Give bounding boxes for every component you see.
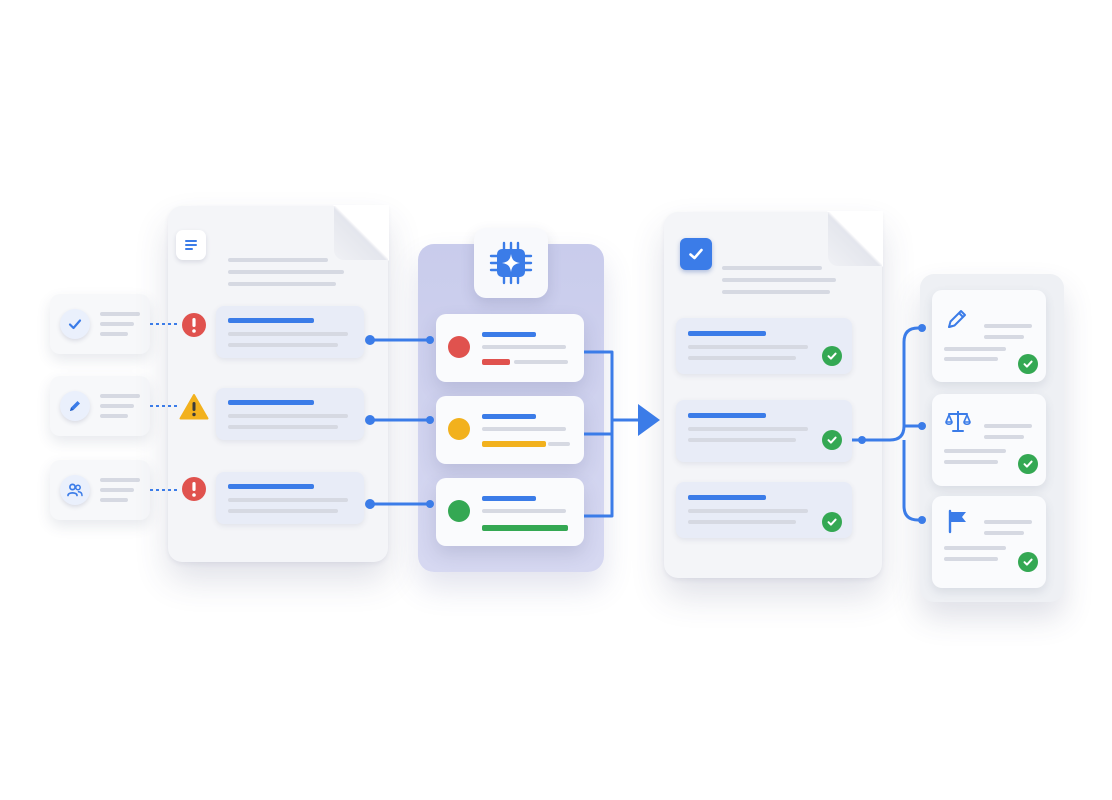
approval-card-flag[interactable]	[932, 496, 1046, 588]
side-card-people[interactable]	[50, 460, 150, 520]
success-check-icon	[1018, 454, 1038, 474]
side-card-edit[interactable]	[50, 376, 150, 436]
success-check-icon	[1018, 552, 1038, 572]
pen-icon	[944, 306, 970, 336]
scales-icon	[944, 408, 972, 438]
pencil-icon	[60, 391, 90, 421]
result-card-red[interactable]	[436, 314, 584, 382]
ai-chip-sparkle-icon	[474, 228, 548, 298]
output-row-1[interactable]	[676, 318, 852, 374]
checkbox-icon	[680, 238, 712, 270]
source-row-1[interactable]	[216, 306, 364, 358]
success-check-icon	[822, 346, 842, 366]
result-card-green[interactable]	[436, 478, 584, 546]
check-circle-icon	[60, 309, 90, 339]
flag-icon	[946, 508, 970, 538]
warning-icon	[179, 393, 209, 425]
source-row-2[interactable]	[216, 388, 364, 440]
success-check-icon	[822, 512, 842, 532]
error-icon	[181, 476, 207, 506]
source-row-3[interactable]	[216, 472, 364, 524]
output-row-3[interactable]	[676, 482, 852, 538]
result-card-yellow[interactable]	[436, 396, 584, 464]
document-icon	[176, 230, 206, 260]
approval-card-legal[interactable]	[932, 394, 1046, 486]
side-card-review[interactable]	[50, 294, 150, 354]
success-check-icon	[1018, 354, 1038, 374]
error-icon	[181, 312, 207, 342]
success-check-icon	[822, 430, 842, 450]
users-icon	[60, 475, 90, 505]
approval-card-sign[interactable]	[932, 290, 1046, 382]
output-row-2[interactable]	[676, 400, 852, 462]
